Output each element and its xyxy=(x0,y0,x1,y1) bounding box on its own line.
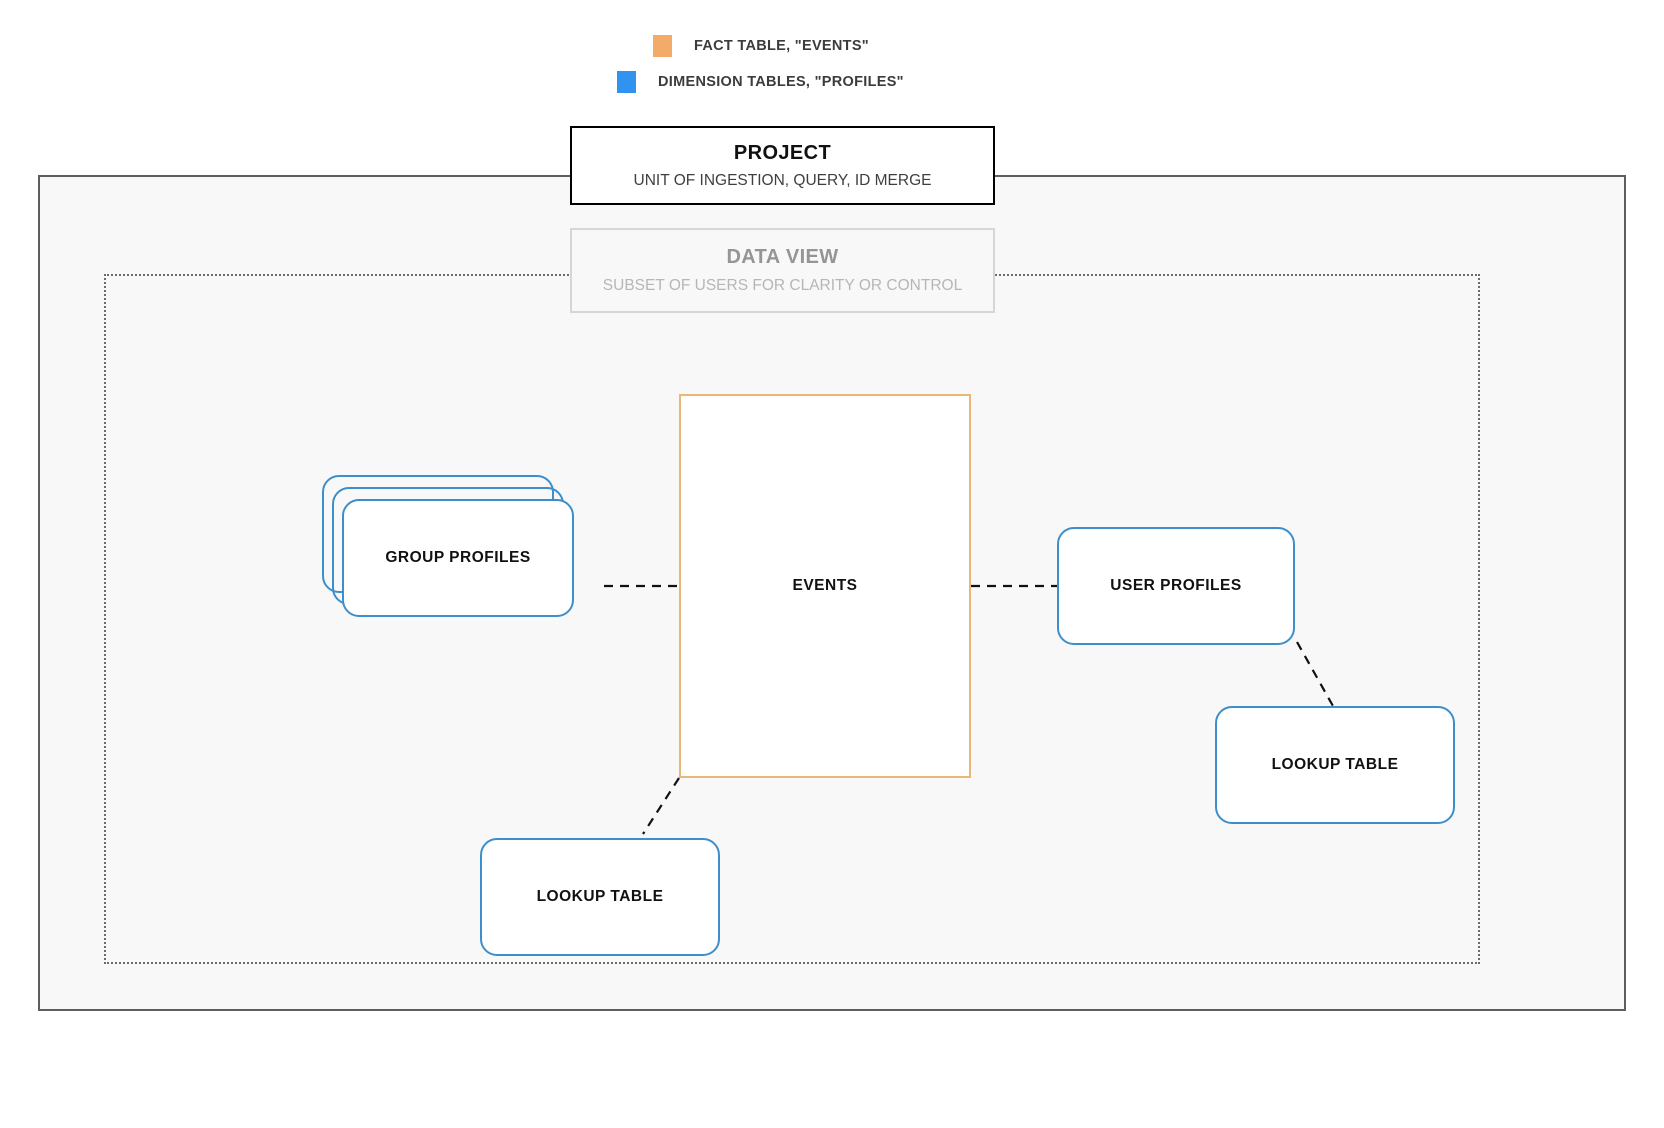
project-header: PROJECT UNIT OF INGESTION, QUERY, ID MER… xyxy=(570,126,995,205)
legend-label-dimension-tables: DIMENSION TABLES, "PROFILES" xyxy=(658,74,904,90)
node-user-profiles-label: USER PROFILES xyxy=(1110,577,1242,594)
node-group-profiles-label: GROUP PROFILES xyxy=(385,549,531,566)
fact-table-color-swatch-icon xyxy=(653,35,672,57)
legend-label-fact-table: FACT TABLE, "EVENTS" xyxy=(694,38,869,54)
legend-item-fact-table: FACT TABLE, "EVENTS" xyxy=(653,35,869,57)
project-subtitle: UNIT OF INGESTION, QUERY, ID MERGE xyxy=(633,171,932,189)
node-group-profiles[interactable]: GROUP PROFILES xyxy=(342,499,574,617)
data-view-title: DATA VIEW xyxy=(726,246,839,268)
node-user-profiles[interactable]: USER PROFILES xyxy=(1057,527,1295,645)
project-title: PROJECT xyxy=(733,141,832,164)
node-lookup-table-left[interactable]: LOOKUP TABLE xyxy=(480,838,720,956)
legend-item-dimension-tables: DIMENSION TABLES, "PROFILES" xyxy=(617,71,904,93)
dimension-tables-color-swatch-icon xyxy=(617,71,636,93)
node-lookup-table-right[interactable]: LOOKUP TABLE xyxy=(1215,706,1455,824)
node-events[interactable]: EVENTS xyxy=(679,394,971,778)
data-view-header: DATA VIEW SUBSET OF USERS FOR CLARITY OR… xyxy=(570,228,995,313)
node-events-label: EVENTS xyxy=(792,577,858,594)
node-lookup-table-left-label: LOOKUP TABLE xyxy=(536,888,664,905)
node-lookup-table-right-label: LOOKUP TABLE xyxy=(1271,756,1399,773)
data-view-subtitle: SUBSET OF USERS FOR CLARITY OR CONTROL xyxy=(602,277,963,294)
